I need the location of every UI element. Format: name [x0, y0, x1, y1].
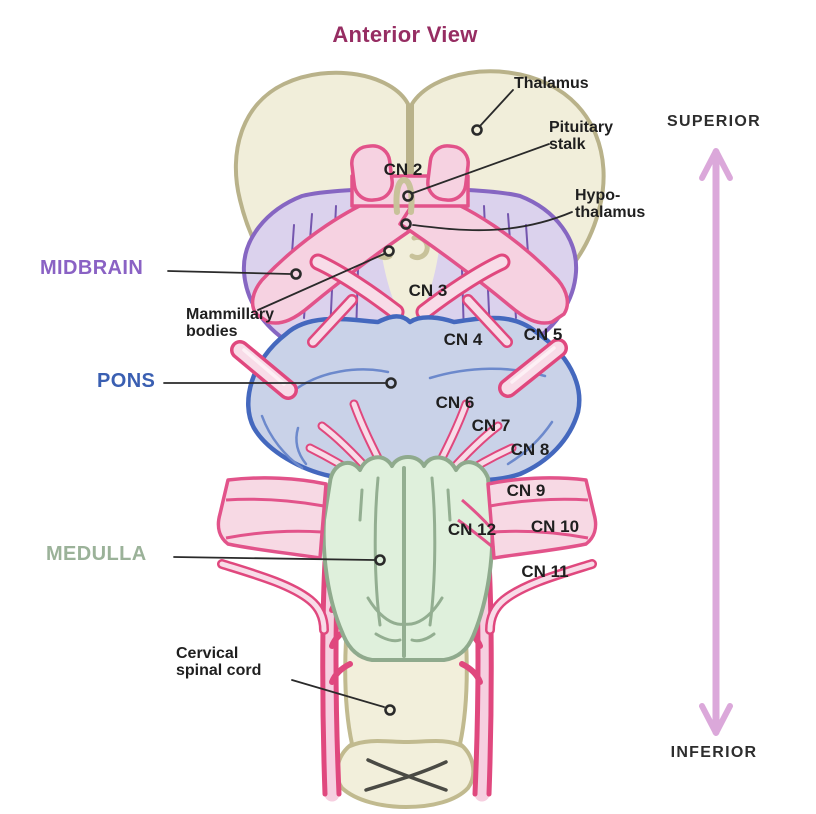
label-cn3: CN 3: [408, 281, 448, 300]
label-cn8: CN 8: [510, 440, 550, 459]
label-superior: SUPERIOR: [667, 113, 761, 130]
label-pituitary-line1: Pituitary: [549, 119, 614, 136]
label-cervical-spinal-cord: Cervical spinal cord: [176, 645, 262, 680]
label-hypothalamus-line1: Hypo-: [575, 187, 621, 204]
orientation-arrow: [699, 148, 733, 736]
cn4-nerves: [307, 294, 513, 348]
label-cn6: CN 6: [435, 393, 475, 412]
label-cn10: CN 10: [530, 517, 580, 536]
pons-shape: [246, 314, 582, 483]
label-hypothalamus-line2: thalamus: [575, 203, 646, 221]
label-mammillary-line2: bodies: [186, 322, 238, 340]
label-cn12: CN 12: [447, 520, 497, 539]
label-cn4: CN 4: [443, 330, 483, 349]
optic-nerve-right: [426, 144, 470, 202]
label-cervical-line1: Cervical: [176, 645, 239, 662]
label-cn7: CN 7: [471, 416, 511, 435]
label-pituitary-stalk: Pituitary stalk: [549, 119, 614, 154]
leader-lines: [163, 89, 573, 716]
label-cn9: CN 9: [506, 481, 546, 500]
label-cn5: CN 5: [523, 325, 563, 344]
medulla-pyramid-lines: [358, 466, 452, 658]
optic-nerve-left: [350, 144, 394, 202]
label-midbrain: MIDBRAIN: [40, 257, 144, 279]
label-thalamus: Thalamus: [514, 75, 589, 92]
label-cn2: CN 2: [383, 160, 423, 179]
label-pons: PONS: [97, 370, 156, 392]
label-hypothalamus: Hypo- thalamus: [575, 187, 646, 222]
label-inferior: INFERIOR: [670, 744, 758, 761]
label-cn11: CN 11: [521, 562, 569, 581]
spinal-cord-cut-mark: [364, 758, 448, 792]
label-medulla: MEDULLA: [46, 543, 147, 565]
cn11-nerves: [217, 559, 597, 635]
page-title: Anterior View: [332, 22, 478, 47]
cn3-nerves: [309, 253, 511, 321]
medulla-shape: [321, 455, 495, 662]
label-mammillary-line1: Mammillary: [186, 306, 275, 323]
label-cervical-line2: spinal cord: [176, 661, 262, 679]
leader-rings: [290, 124, 483, 716]
label-mammillary-bodies: Mammillary bodies: [186, 306, 275, 341]
cn9-cn10-cn12-nerve-fans: [216, 476, 598, 560]
label-pituitary-line2: stalk: [549, 135, 586, 153]
